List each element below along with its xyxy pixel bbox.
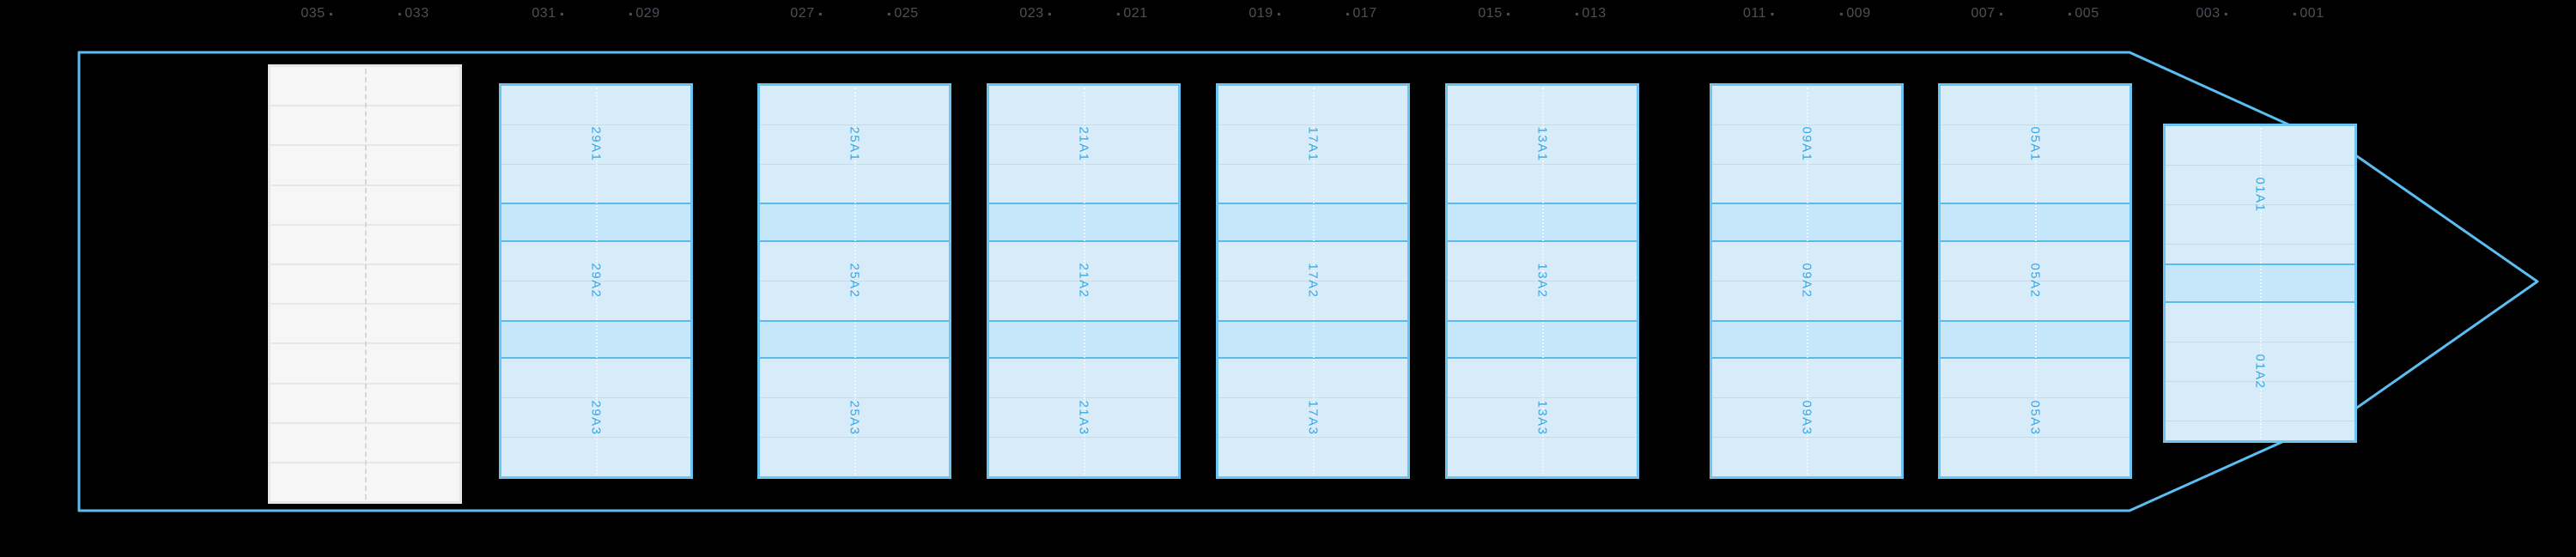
bay-tick-right xyxy=(1277,12,1280,15)
bay-zone-09A[interactable]: 09A1 09A2 09A3 xyxy=(1710,83,1904,479)
hold-grid-stern-hold[interactable] xyxy=(268,64,462,504)
zone-center-line xyxy=(2260,128,2262,439)
bay-tick-left xyxy=(1839,12,1843,15)
bay-number-label-023: 023 xyxy=(1019,5,1051,22)
bay-tick-left xyxy=(398,12,401,15)
bay-tick-right xyxy=(1771,12,1774,15)
bay-number: 007 xyxy=(1971,6,1996,21)
bay-number-label-019: 019 xyxy=(1249,5,1280,22)
bay-number: 001 xyxy=(2300,6,2324,21)
zone-section-label: 29A1 xyxy=(588,126,604,162)
bay-number-label-017: 017 xyxy=(1346,5,1376,22)
bay-number: 023 xyxy=(1019,6,1044,21)
hull-outline-path xyxy=(77,51,2539,512)
bay-number-label-035: 035 xyxy=(301,5,332,22)
zone-center-line xyxy=(1084,88,1085,475)
zone-center-line xyxy=(2035,88,2037,475)
bay-number: 021 xyxy=(1123,6,1148,21)
bay-zone-21A[interactable]: 21A1 21A2 21A3 xyxy=(987,83,1181,479)
zone-section-label: 05A1 xyxy=(2027,126,2043,162)
bay-zone-17A[interactable]: 17A1 17A2 17A3 xyxy=(1216,83,1410,479)
bay-number: 019 xyxy=(1249,6,1273,21)
bay-number: 009 xyxy=(1846,6,1871,21)
bay-tick-left xyxy=(887,12,890,15)
bay-tick-right xyxy=(1506,12,1510,15)
bay-tick-left xyxy=(2068,12,2071,15)
bay-number-label-007: 007 xyxy=(1971,5,2002,22)
bay-tick-right xyxy=(1999,12,2002,15)
zone-section-label: 21A2 xyxy=(1076,263,1091,299)
bay-number: 027 xyxy=(790,6,815,21)
bay-number-label-001: 001 xyxy=(2293,5,2324,22)
bay-tick-right xyxy=(2224,12,2227,15)
bay-number: 003 xyxy=(2196,6,2221,21)
bay-number-label-009: 009 xyxy=(1839,5,1870,22)
zone-section-label: 29A2 xyxy=(588,263,604,299)
bay-number: 015 xyxy=(1478,6,1503,21)
zone-section-label: 17A1 xyxy=(1305,126,1321,162)
bay-tick-right xyxy=(329,12,332,15)
zone-section-label: 09A3 xyxy=(1799,399,1814,436)
bay-number-label-033: 033 xyxy=(398,5,428,22)
bay-zone-13A[interactable]: 13A1 13A2 13A3 xyxy=(1445,83,1639,479)
zone-center-line xyxy=(1542,88,1544,475)
bay-zone-01A[interactable]: 01A1 01A2 xyxy=(2163,124,2357,443)
bay-tick-left xyxy=(2293,12,2296,15)
zone-center-line xyxy=(1807,88,1808,475)
bay-tick-right xyxy=(818,12,822,15)
zone-section-label: 21A1 xyxy=(1076,126,1091,162)
bay-number-label-005: 005 xyxy=(2068,5,2099,22)
zone-section-label: 17A2 xyxy=(1305,263,1321,299)
zone-center-line xyxy=(854,88,856,475)
bay-tick-left xyxy=(629,12,632,15)
zone-center-line xyxy=(1313,88,1315,475)
bay-number-label-031: 031 xyxy=(532,5,563,22)
zone-section-label: 17A3 xyxy=(1305,399,1321,436)
zone-section-label: 21A3 xyxy=(1076,399,1091,436)
bay-number: 017 xyxy=(1352,6,1377,21)
zone-section-label: 05A2 xyxy=(2027,263,2043,299)
bay-number: 033 xyxy=(404,6,429,21)
bay-number: 005 xyxy=(2075,6,2099,21)
bay-number: 029 xyxy=(635,6,660,21)
zone-section-label: 01A1 xyxy=(2252,177,2268,213)
zone-section-label: 13A1 xyxy=(1534,126,1550,162)
bay-zone-25A[interactable]: 25A1 25A2 25A3 xyxy=(757,83,951,479)
zone-section-label: 05A3 xyxy=(2027,399,2043,436)
zone-section-label: 09A2 xyxy=(1799,263,1814,299)
bay-zone-05A[interactable]: 05A1 05A2 05A3 xyxy=(1938,83,2132,479)
zone-section-label: 01A2 xyxy=(2252,354,2268,390)
bay-number: 035 xyxy=(301,6,325,21)
bay-tick-left xyxy=(1575,12,1578,15)
zone-section-label: 25A3 xyxy=(847,399,862,436)
zone-section-label: 13A3 xyxy=(1534,399,1550,436)
bay-number-label-021: 021 xyxy=(1116,5,1147,22)
zone-section-label: 13A2 xyxy=(1534,263,1550,299)
bay-number-label-027: 027 xyxy=(790,5,822,22)
bay-number-label-003: 003 xyxy=(2196,5,2227,22)
bay-tick-left xyxy=(1346,12,1349,15)
zone-section-label: 25A2 xyxy=(847,263,862,299)
bay-zone-29A[interactable]: 29A1 29A2 29A3 xyxy=(499,83,693,479)
bay-number-label-011: 011 xyxy=(1742,5,1774,22)
bay-tick-right xyxy=(560,12,563,15)
zone-section-label: 25A1 xyxy=(847,126,862,162)
bay-number-label-013: 013 xyxy=(1575,5,1606,22)
bay-number-label-029: 029 xyxy=(629,5,659,22)
hold-center-line xyxy=(365,69,367,499)
bay-number-label-025: 025 xyxy=(887,5,918,22)
bay-tick-right xyxy=(1048,12,1051,15)
bay-tick-left xyxy=(1116,12,1120,15)
bay-number: 025 xyxy=(894,6,919,21)
zone-section-29A3[interactable]: 29A3 xyxy=(501,359,690,476)
zone-center-line xyxy=(596,88,598,475)
bay-number-label-015: 015 xyxy=(1478,5,1510,22)
bay-number: 011 xyxy=(1742,6,1767,21)
zone-section-label: 29A3 xyxy=(588,399,604,436)
zone-section-17A1[interactable]: 17A1 xyxy=(1218,86,1407,203)
zone-section-label: 09A1 xyxy=(1799,126,1814,162)
bay-number: 031 xyxy=(532,6,556,21)
bay-number: 013 xyxy=(1582,6,1607,21)
